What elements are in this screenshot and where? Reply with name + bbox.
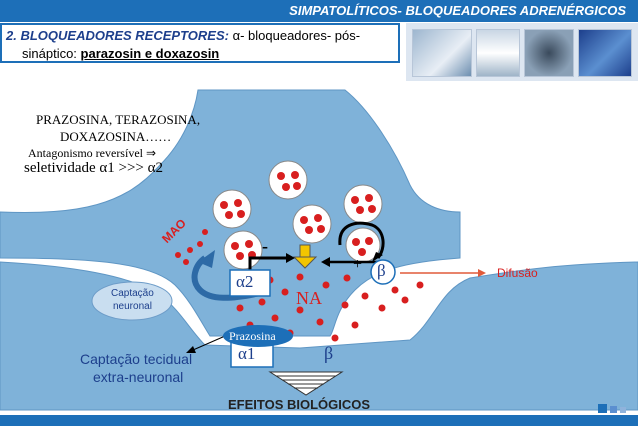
- notes-line-4: seletividade α1 >>> α2: [24, 160, 163, 176]
- tissue-uptake-arrow: [192, 332, 233, 351]
- postsynaptic-cell: [0, 261, 638, 411]
- vesicles: [212, 160, 383, 270]
- subtitle-heading: 2. BLOQUEADORES RECEPTORES:: [6, 28, 233, 43]
- captacao-neuronal-label-1: Captação: [111, 288, 154, 299]
- subtitle-line-2: sináptico: parazosin e doxazosin: [22, 46, 219, 61]
- subtitle-line1-rest: - bloqueadores- pós-: [240, 28, 361, 43]
- vesicle: [223, 230, 263, 270]
- footer-bar: [0, 415, 638, 426]
- captacao-neuronal-label-2: neuronal: [113, 301, 152, 312]
- plus-sign: +: [353, 256, 363, 273]
- subtitle-box: 2. BLOQUEADORES RECEPTORES: α- bloqueado…: [0, 23, 400, 63]
- slide-title: SIMPATOLÍTICOS- BLOQUEADORES ADRENÉRGICO…: [289, 3, 626, 18]
- captacao-tecidual-label-1: Captação tecidual: [80, 351, 193, 367]
- alpha1-label: α1: [238, 344, 256, 363]
- vesicle-reuptake: [345, 227, 381, 263]
- vesicle: [343, 184, 383, 224]
- na-label: NA: [296, 288, 322, 308]
- beta-bottom-label: β: [324, 343, 334, 363]
- lab-photo-icon: [412, 29, 472, 77]
- nurse-photo-icon: [476, 29, 520, 77]
- vesicle: [292, 204, 332, 244]
- neuronal-uptake-arrow: [191, 255, 266, 301]
- alpha2-feedback-arrow: [248, 256, 286, 272]
- beta-top-label: β: [377, 261, 386, 280]
- vesicle: [212, 189, 252, 229]
- release-arrow-icon: [292, 244, 318, 269]
- captacao-tecidual-label-2: extra-neuronal: [93, 369, 184, 385]
- subtitle-line-1: 2. BLOQUEADORES RECEPTORES: α- bloqueado…: [6, 28, 360, 43]
- effects-funnel-icon: [268, 371, 344, 396]
- subtitle-drugs: parazosin e doxazosin: [80, 46, 220, 61]
- alpha2-label: α2: [236, 272, 254, 291]
- nav-square-icon: [610, 406, 617, 413]
- notes-line-3: Antagonismo reversível ⇒: [28, 146, 157, 160]
- notes-line-1: PRAZOSINA, TERAZOSINA,: [36, 112, 201, 127]
- vesicle-reuptake-arrow: [338, 221, 385, 259]
- subtitle-alpha: α: [232, 28, 241, 43]
- mao-label: MAO: [159, 216, 189, 246]
- minus-sign: -: [262, 236, 268, 256]
- notes-line-2: DOXAZOSINA……: [60, 129, 172, 144]
- prazosina-label: Prazosina: [229, 329, 276, 343]
- syringe-photo-icon: [578, 29, 632, 77]
- nav-square-icon: [598, 404, 607, 413]
- difusao-label: Difusão: [497, 266, 538, 280]
- equipment-photo-icon: [524, 29, 574, 77]
- subtitle-line2-prefix: sináptico:: [22, 46, 81, 61]
- photo-strip: [406, 23, 638, 81]
- nav-square-icon: [620, 407, 626, 413]
- efeitos-biologicos-label: EFEITOS BIOLÓGICOS: [228, 397, 371, 412]
- vesicle: [268, 160, 308, 200]
- header-bar: SIMPATOLÍTICOS- BLOQUEADORES ADRENÉRGICO…: [0, 0, 638, 22]
